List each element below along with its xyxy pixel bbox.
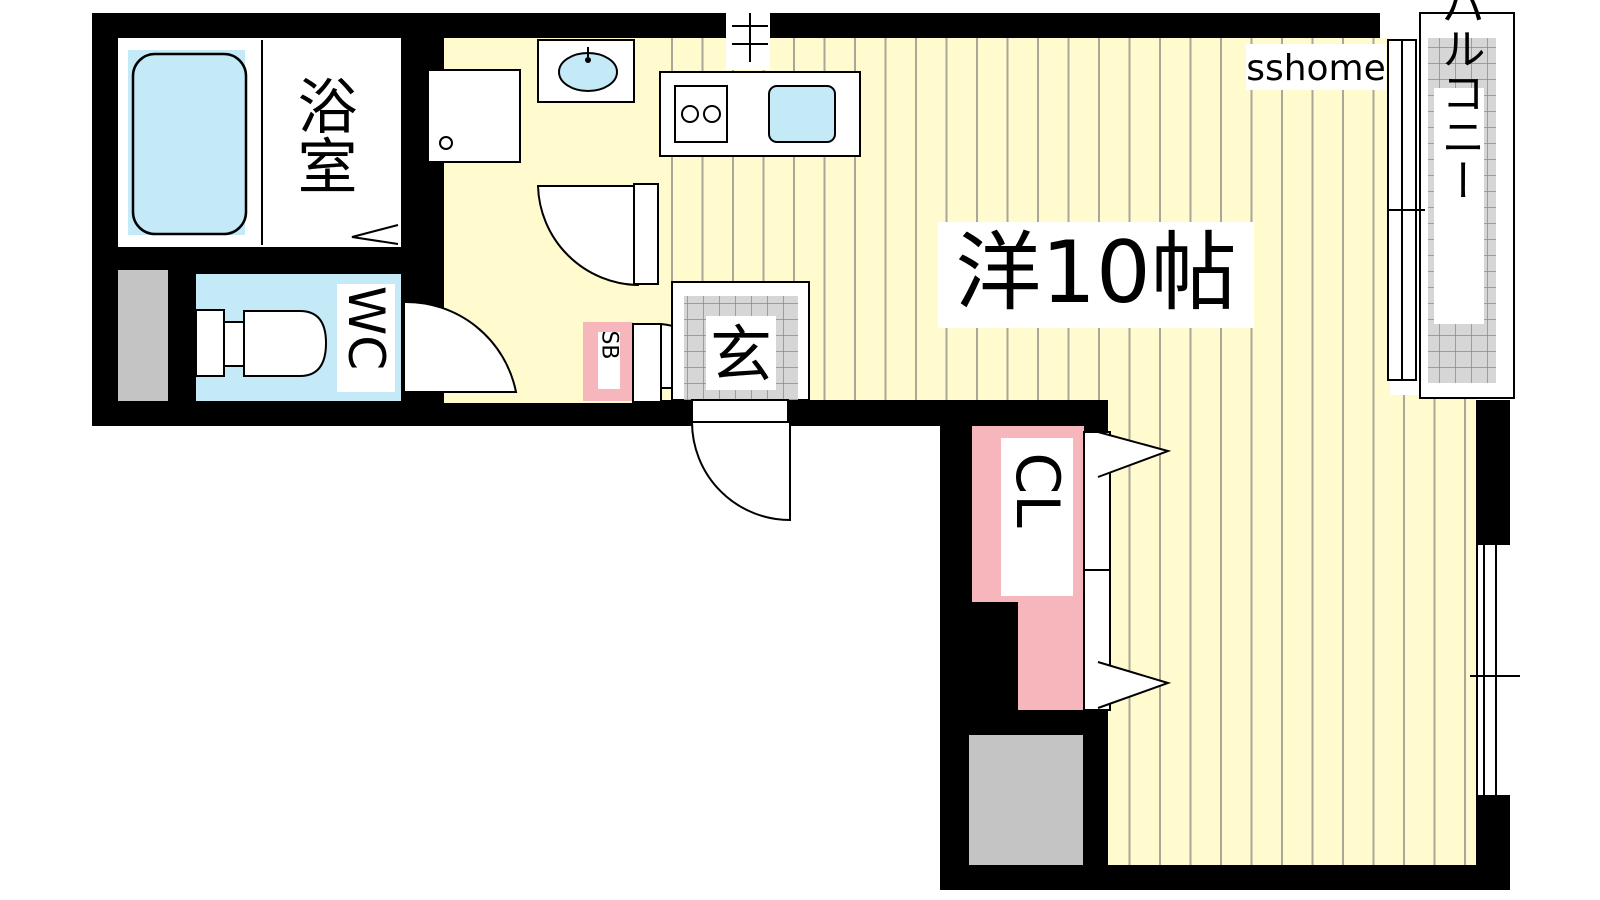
wc-label: WC xyxy=(337,286,395,370)
front-door xyxy=(690,421,791,522)
labels: sshome 浴室 WC SB 玄 洋10帖 CL バルコニー xyxy=(287,0,1485,528)
bathroom xyxy=(118,38,401,247)
kitchen xyxy=(659,13,861,157)
bath-label: 浴室 xyxy=(287,75,357,195)
toilet-tank xyxy=(195,309,225,377)
pipe-shaft-bottom xyxy=(969,735,1083,865)
wash-area xyxy=(427,39,659,287)
shoe-box-label: SB xyxy=(597,330,622,359)
closet-label: CL xyxy=(1002,452,1072,528)
entrance-label: 玄 xyxy=(710,318,772,391)
east-window xyxy=(1470,545,1520,795)
washing-machine-space xyxy=(427,69,521,163)
balcony xyxy=(1387,12,1515,399)
pipe-shaft-left xyxy=(118,270,168,401)
label-backgrounds xyxy=(938,44,1386,328)
balcony-label: バルコニー xyxy=(1434,0,1485,202)
bathtub xyxy=(131,52,248,236)
western-room-label: 洋10帖 xyxy=(955,223,1236,323)
closet xyxy=(972,426,1172,711)
kitchen-sink xyxy=(768,85,836,143)
vent-duct xyxy=(726,13,770,70)
toilet-bowl xyxy=(243,310,328,377)
watermark-text: sshome xyxy=(1246,48,1386,89)
toilet-room xyxy=(195,274,518,401)
entrance-area xyxy=(583,281,810,522)
